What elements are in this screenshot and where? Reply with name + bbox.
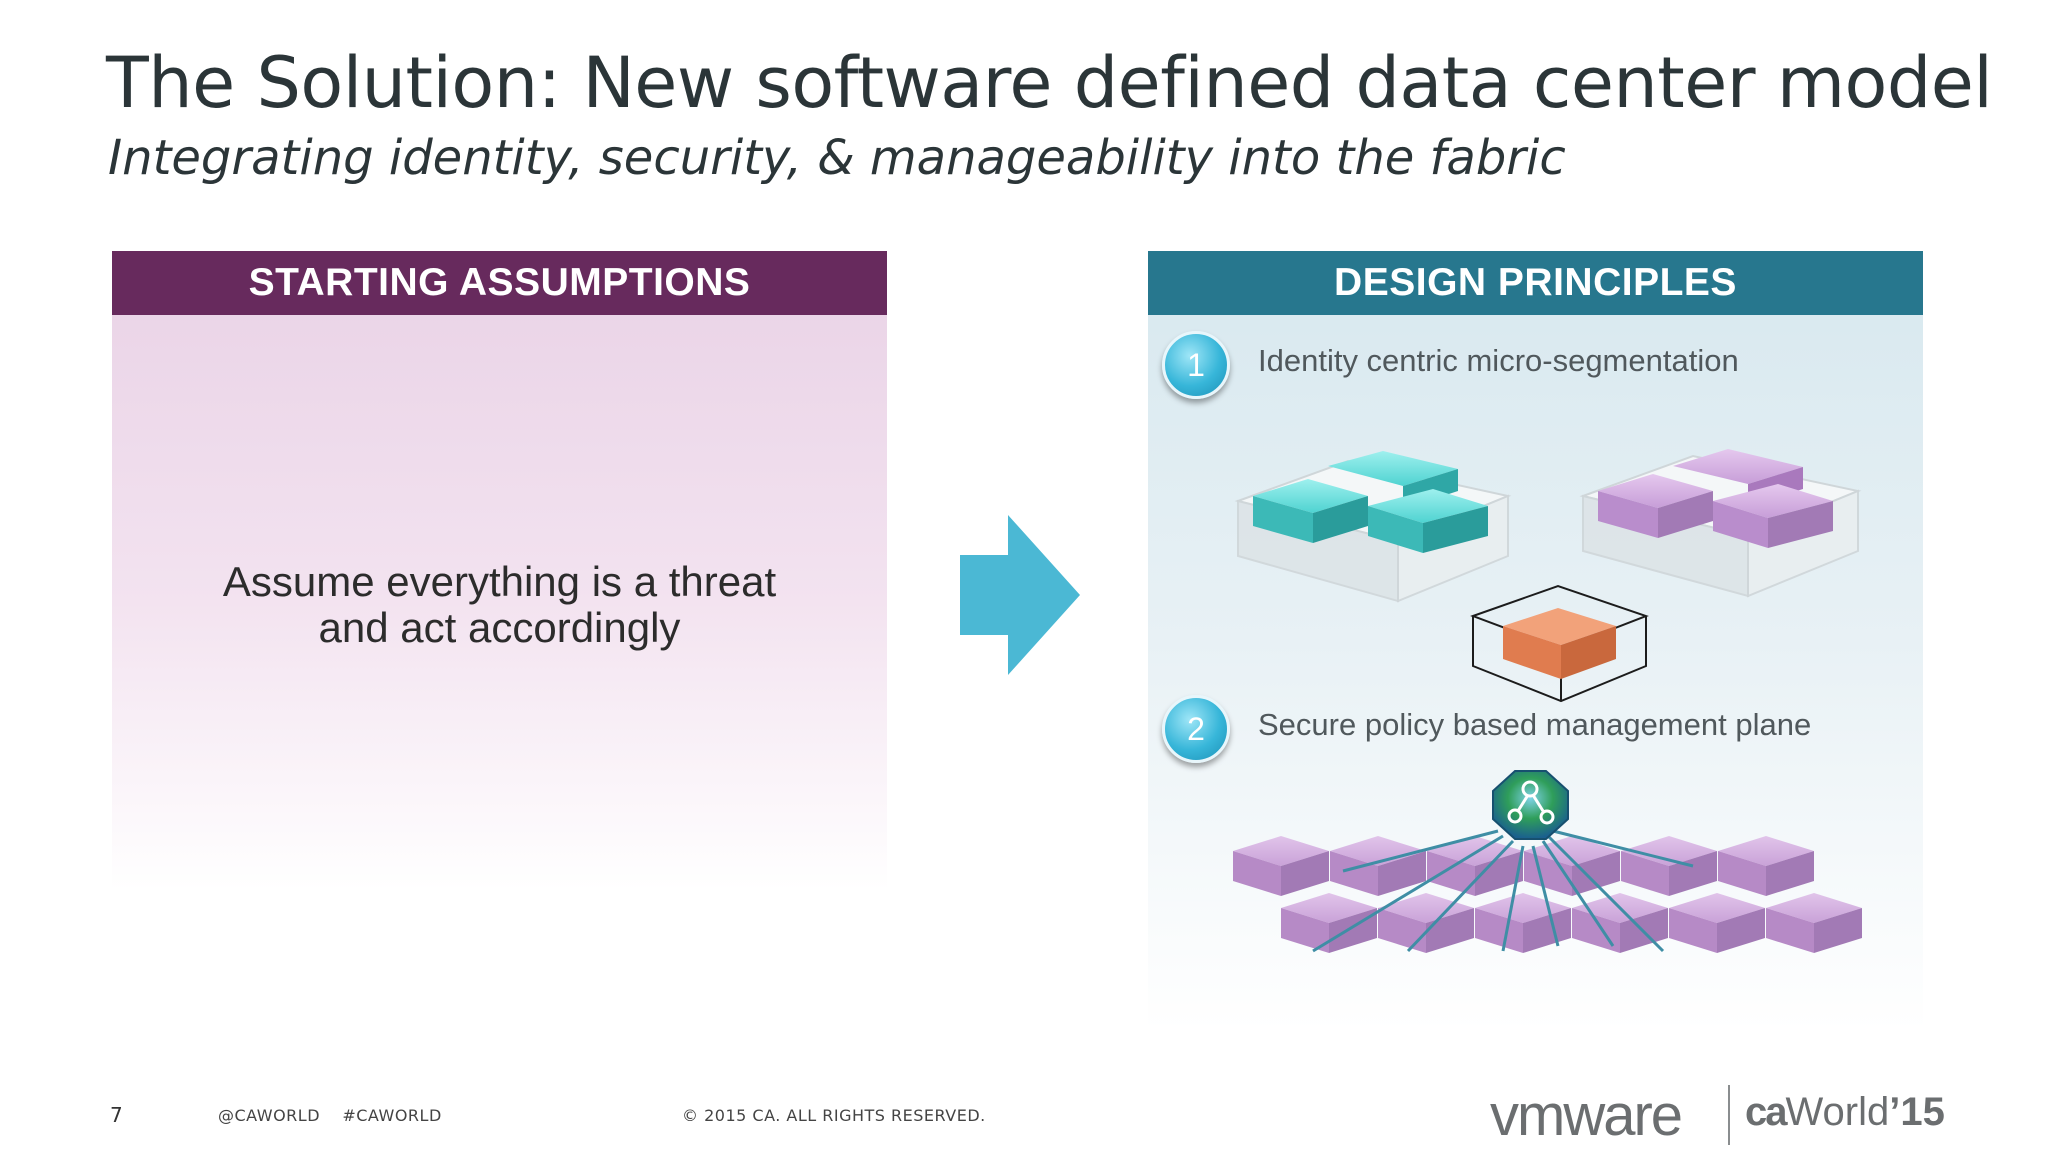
assumption-line-1: Assume everything is a threat: [222, 558, 777, 605]
policy-connection-lines: [1312, 829, 1694, 953]
design-principles-header: DESIGN PRINCIPLES: [1148, 251, 1923, 315]
social-handles: @CAWORLD #CAWORLD: [218, 1106, 442, 1125]
logo-divider: [1728, 1085, 1730, 1145]
slide-title: The Solution: New software defined data …: [106, 42, 1993, 124]
logo-ca-text: ca: [1745, 1090, 1787, 1134]
starting-assumptions-panel: STARTING ASSUMPTIONS Assume everything i…: [112, 251, 887, 891]
management-hub-icon: [1492, 770, 1569, 840]
hex-grid-icon: [1233, 836, 1862, 953]
principle-1-badge: 1: [1162, 331, 1230, 399]
starting-assumptions-header: STARTING ASSUMPTIONS: [112, 251, 887, 315]
logo-year-text: ’15: [1889, 1090, 1945, 1134]
right-arrow-icon: [960, 515, 1080, 675]
vmware-logo: vmware: [1490, 1083, 1683, 1148]
page-number: 7: [110, 1103, 123, 1127]
purple-container-icon: [1579, 449, 1862, 598]
micro-segmentation-illustration: [1234, 449, 1862, 703]
assumption-line-2: and act accordingly: [318, 604, 681, 651]
logo-world-text: World: [1785, 1090, 1890, 1134]
management-plane-illustration: [1233, 770, 1862, 953]
principle-2-text: Secure policy based management plane: [1258, 707, 1812, 742]
assumption-text: Assume everything is a threat and act ac…: [112, 559, 887, 651]
principle-1-text: Identity centric micro-segmentation: [1258, 343, 1739, 378]
slide-subtitle: Integrating identity, security, & manage…: [108, 130, 1566, 186]
teal-container-icon: [1234, 451, 1512, 603]
copyright: © 2015 CA. ALL RIGHTS RESERVED.: [682, 1106, 986, 1125]
caworld-logo: caWorld’15: [1745, 1090, 1945, 1135]
principle-2-badge: 2: [1162, 695, 1230, 763]
design-principles-panel: DESIGN PRINCIPLES 1 Identity centric mic…: [1148, 251, 1923, 1031]
orange-cube-icon: [1470, 584, 1649, 703]
